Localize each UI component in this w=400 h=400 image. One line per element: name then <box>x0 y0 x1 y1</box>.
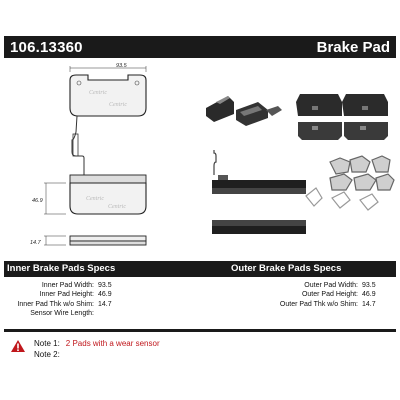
spec-label: Sensor Wire Length: <box>30 310 94 318</box>
height-dimension: 46.9 <box>32 182 66 215</box>
hardware-kit-photo <box>305 155 395 211</box>
notes-divider <box>4 329 396 332</box>
spec-row: Outer Pad Width: 93.5 <box>220 281 380 290</box>
spec-label: Inner Pad Thk w/o Shim: <box>17 300 94 308</box>
outer-specs-header: Outer Brake Pads Specs <box>231 263 342 274</box>
note-text: 2 Pads with a wear sensor <box>65 339 160 348</box>
spec-value: 14.7 <box>98 300 112 308</box>
spec-row: Inner Pad Width: 93.5 <box>4 281 116 290</box>
pads-side-photo <box>212 150 306 234</box>
title-bar: 106.13360 Brake Pad <box>4 36 396 58</box>
product-photos <box>206 94 395 234</box>
pad-watermark: Centric <box>86 196 104 202</box>
spec-value <box>98 309 116 318</box>
width-dimension: 93.5 <box>69 63 147 72</box>
spec-value: 14.7 <box>362 300 376 308</box>
spec-row: Outer Pad Thk w/o Shim: 14.7 <box>220 300 380 309</box>
inner-specs: Inner Pad Width: 93.5 Inner Pad Height: … <box>4 281 116 319</box>
spec-value: 46.9 <box>98 291 112 299</box>
note-label: Note 2: <box>34 350 60 359</box>
thickness-value: 14.7 <box>30 240 42 246</box>
pad-watermark: Centric <box>108 204 126 210</box>
note-label: Note 1: <box>34 339 60 348</box>
spec-row: Inner Pad Thk w/o Shim: 14.7 <box>4 300 116 309</box>
technical-drawing: Centric Centric 93.5 Centric Centric 46.… <box>30 63 147 246</box>
wear-sensor <box>71 115 85 178</box>
product-type: Brake Pad <box>316 39 390 56</box>
part-number: 106.13360 <box>10 39 83 56</box>
spec-row: Inner Pad Height: 46.9 <box>4 290 116 299</box>
width-value: 93.5 <box>116 63 128 69</box>
spec-row: Outer Pad Height: 46.9 <box>220 290 380 299</box>
side-view-pad <box>69 235 147 246</box>
pad-watermark: Centric <box>89 90 107 96</box>
warning-icon <box>11 340 25 352</box>
thickness-dimension: 14.7 <box>30 235 66 246</box>
pad-watermark: Centric <box>109 102 127 108</box>
spec-label: Inner Pad Height: <box>39 291 94 299</box>
outer-specs: Outer Pad Width: 93.5 Outer Pad Height: … <box>220 281 380 309</box>
spec-value: 93.5 <box>98 282 112 289</box>
top-view-pad: Centric Centric <box>69 74 147 117</box>
spec-label: Outer Pad Height: <box>301 291 358 299</box>
note-2: Note 2: <box>34 350 66 359</box>
spec-row: Sensor Wire Length: <box>4 309 116 318</box>
front-view-pad: Centric Centric <box>69 174 147 215</box>
spec-value: 46.9 <box>362 291 376 299</box>
note-1: Note 1: 2 Pads with a wear sensor <box>34 339 160 348</box>
specs-header-bar: Inner Brake Pads Specs Outer Brake Pads … <box>4 261 396 277</box>
pads-angled-photo <box>206 96 282 126</box>
spec-value: 93.5 <box>362 282 376 289</box>
spec-label: Outer Pad Width: <box>304 282 358 289</box>
pads-front-photo <box>296 94 388 140</box>
spec-label: Inner Pad Width: <box>41 282 94 289</box>
height-value: 46.9 <box>32 198 43 204</box>
spec-label: Outer Pad Thk w/o Shim: <box>279 300 358 308</box>
inner-specs-header: Inner Brake Pads Specs <box>7 263 116 274</box>
